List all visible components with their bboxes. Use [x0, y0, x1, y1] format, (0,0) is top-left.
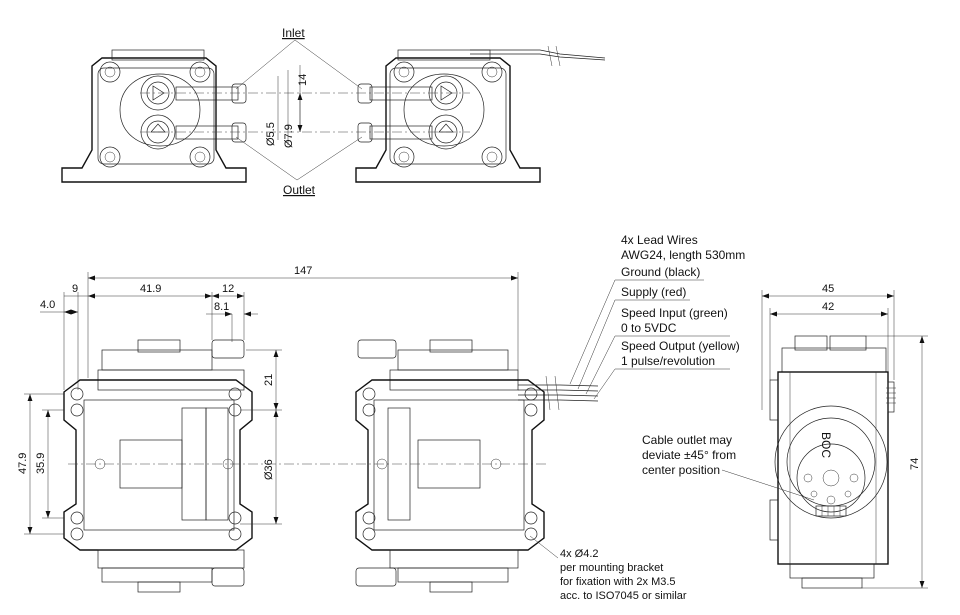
- top-view-pump-right: [355, 45, 606, 183]
- wire-label-speed-input-range: 0 to 5VDC: [621, 321, 677, 335]
- front-view-dimensions: 147 9 41.9 12 4.0 8.1 21 Ø36: [17, 265, 519, 535]
- side-view: BOC 45 42 74 Cable outlet may deviate ±4…: [642, 283, 928, 589]
- dim-45: 45: [822, 283, 834, 295]
- lead-wires-spec: AWG24, length 530mm: [621, 248, 745, 262]
- dim-147: 147: [294, 265, 312, 277]
- dim-d7-9: Ø7.9: [283, 124, 295, 148]
- dim-8-1: 8.1: [214, 301, 229, 313]
- top-view: Inlet Outlet 14 Ø5.5 Ø7.9: [61, 26, 606, 197]
- cable-note: Cable outlet may deviate ±45° from cente…: [642, 433, 815, 501]
- bolt-icon: [393, 61, 503, 168]
- motor-label: BOC: [819, 432, 833, 458]
- dim-d36: Ø36: [263, 459, 275, 480]
- dim-21: 21: [263, 374, 275, 386]
- cable-note-line: Cable outlet may: [642, 433, 732, 447]
- mounting-note-line: for fixation with 2x M3.5: [560, 576, 676, 588]
- dim-d5-5: Ø5.5: [265, 122, 277, 146]
- mounting-note-line: 4x Ø4.2: [560, 548, 599, 560]
- wire-label-speed-output-rate: 1 pulse/revolution: [621, 354, 715, 368]
- mounting-note: 4x Ø4.2 per mounting bracket for fixatio…: [529, 535, 687, 602]
- top-view-dimensions: 14 Ø5.5 Ø7.9: [265, 65, 309, 148]
- lead-wire-callouts: 4x Lead Wires AWG24, length 530mm Ground…: [569, 233, 745, 400]
- dim-14: 14: [297, 74, 309, 86]
- cable-note-line: center position: [642, 463, 720, 477]
- cable-note-line: deviate ±45° from: [642, 448, 736, 462]
- dim-47-9: 47.9: [17, 453, 29, 474]
- dim-4-0: 4.0: [40, 299, 55, 311]
- front-view: 147 9 41.9 12 4.0 8.1 21 Ø36: [17, 265, 687, 602]
- dim-74: 74: [909, 458, 921, 470]
- dim-42: 42: [822, 301, 834, 313]
- inlet-label: Inlet: [282, 26, 305, 40]
- dim-12: 12: [222, 283, 234, 295]
- wire-label-supply: Supply (red): [621, 285, 686, 299]
- dim-35-9: 35.9: [35, 453, 47, 474]
- top-view-pump-left: [61, 49, 247, 183]
- bolt-icon: [99, 61, 211, 168]
- dim-9: 9: [72, 283, 78, 295]
- mounting-note-line: per mounting bracket: [560, 562, 663, 574]
- wire-label-speed-output: Speed Output (yellow): [621, 339, 740, 353]
- outlet-callout: Outlet: [235, 136, 363, 197]
- mounting-note-line: acc. to ISO7045 or similar: [560, 590, 687, 602]
- wire-label-speed-input: Speed Input (green): [621, 306, 728, 320]
- front-view-pump-left: [63, 339, 253, 593]
- inlet-callout: Inlet: [235, 26, 363, 90]
- dim-41-9: 41.9: [140, 283, 161, 295]
- lead-wires-title: 4x Lead Wires: [621, 233, 698, 247]
- outlet-label: Outlet: [283, 183, 316, 197]
- wire-label-ground: Ground (black): [621, 265, 700, 279]
